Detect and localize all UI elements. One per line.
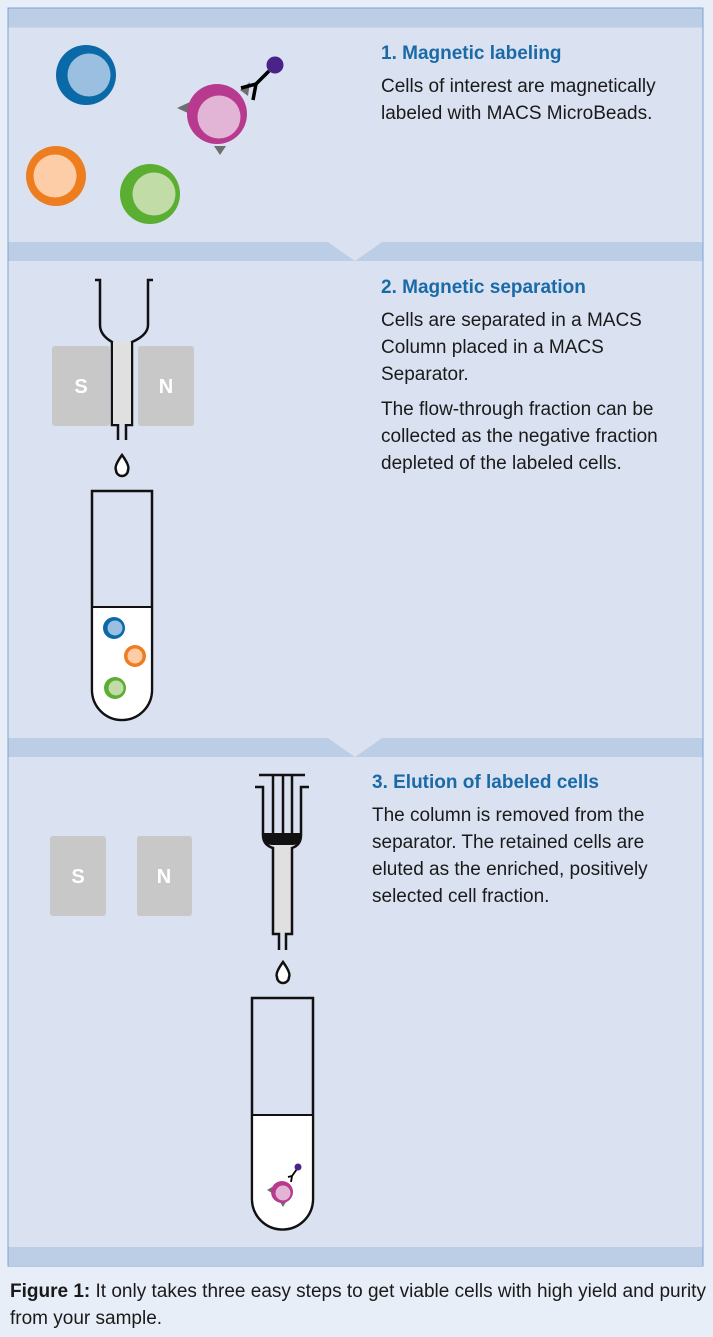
step-3-title: 3. Elution of labeled cells [372, 772, 599, 793]
step-1-description: Cells of interest are magnetically label… [381, 76, 656, 124]
blue-cell-icon [103, 617, 125, 639]
green-cell-icon [104, 677, 126, 699]
orange-cell-icon [124, 645, 146, 667]
antibody-microbead-icon [240, 69, 271, 101]
svg-text:N: N [157, 866, 171, 888]
svg-text:N: N [159, 376, 173, 398]
caption-label: Figure 1: [10, 1281, 91, 1302]
step-1-text: 1. Magnetic labeling Cells of interest a… [381, 43, 691, 135]
orange-cell-icon [26, 146, 86, 206]
magnet-south-step3: S [50, 836, 106, 916]
bottom-band [8, 1247, 703, 1266]
svg-text:S: S [71, 866, 84, 888]
figure-caption: Figure 1: It only takes three easy steps… [10, 1278, 710, 1332]
top-band [8, 8, 703, 28]
step-2-description: Cells are separated in a MACS Column pla… [381, 310, 642, 385]
magnet-north-step2: N [138, 346, 194, 426]
droplet-icon [275, 959, 291, 985]
macs-column-icon [95, 278, 153, 440]
step-2-text: 2. Magnetic separation Cells are separat… [381, 277, 671, 485]
step-divider-2 [8, 738, 703, 757]
step-1-title: 1. Magnetic labeling [381, 43, 562, 64]
labeled-cell-icon [267, 1163, 302, 1207]
blue-cell-icon [56, 45, 116, 105]
step-3-description: The column is removed from the separator… [372, 805, 648, 907]
syringe-column-icon [255, 773, 309, 950]
step-2-description-2: The flow-through fraction can be collect… [381, 399, 658, 474]
green-cell-icon [120, 164, 180, 224]
collection-tube-step2 [90, 489, 154, 722]
droplet-icon [114, 452, 130, 478]
caption-text: It only takes three easy steps to get vi… [10, 1281, 706, 1329]
magnet-south-step2: S [52, 346, 110, 426]
svg-text:S: S [74, 376, 87, 398]
labeled-cell-icon [177, 56, 284, 155]
magnet-north-step3: N [137, 836, 192, 916]
step-divider-1 [8, 242, 703, 261]
step-3-text: 3. Elution of labeled cells The column i… [372, 772, 692, 918]
collection-tube-step3 [250, 996, 315, 1231]
step-2-title: 2. Magnetic separation [381, 277, 586, 298]
